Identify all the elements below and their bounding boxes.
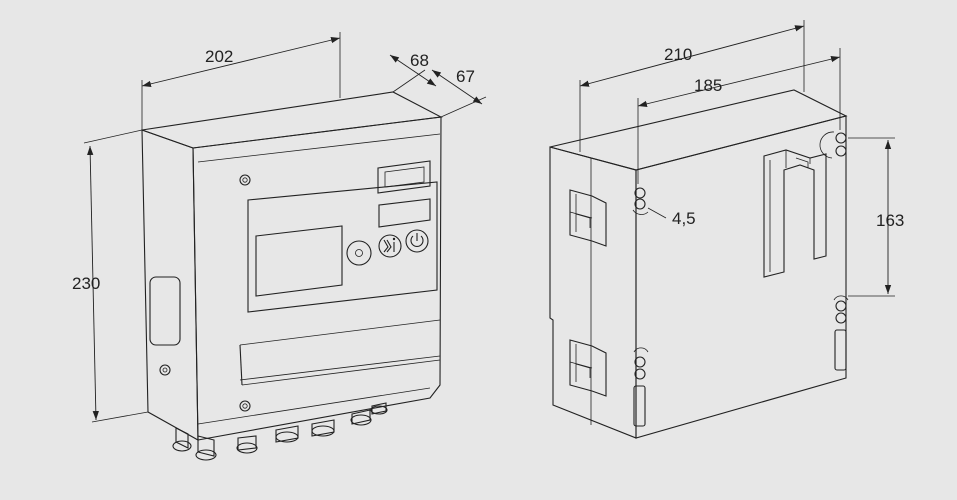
dimension-label-hole-spacing-horizontal: 185 [694, 76, 722, 95]
mounting-bracket [763, 149, 827, 278]
indicator-window [377, 160, 431, 194]
screw-icon [239, 174, 251, 186]
dimension-label-rear-width: 210 [664, 45, 692, 64]
dimension-label-height: 230 [72, 274, 100, 293]
rear-extension-lines [579, 20, 895, 297]
mounting-hole-top-right [819, 131, 847, 159]
dimension-height: 230 [72, 145, 100, 421]
dimension-label-hole-diameter: 4,5 [672, 209, 696, 228]
rear-housing-back [635, 115, 847, 439]
display-screen [255, 225, 343, 297]
rear-housing-left [549, 146, 637, 439]
power-button-icon [405, 229, 429, 253]
mounting-clip-top [569, 189, 607, 247]
side-screw-icon [159, 364, 171, 376]
rotary-knob-icon [346, 240, 372, 266]
dimension-depth-back: 67 [431, 67, 483, 105]
dimension-hole-spacing-horizontal: 185 [637, 56, 841, 107]
cable-glands [172, 402, 388, 461]
dimension-label-width: 202 [205, 47, 233, 66]
dimension-hole-spacing-vertical: 163 [876, 140, 904, 294]
dimension-hole-diameter: 4,5 [647, 207, 696, 228]
dimension-width: 202 [141, 37, 341, 87]
dimension-rear-width: 210 [579, 25, 805, 87]
label-window [378, 198, 431, 228]
control-panel [247, 181, 438, 313]
housing-top [141, 91, 443, 149]
front-view-device [141, 91, 443, 461]
mounting-hole-bottom-right [833, 295, 849, 371]
dimension-label-depth-back: 67 [456, 67, 475, 86]
manual-info-button-icon [378, 234, 402, 258]
side-window [149, 276, 181, 346]
screw-icon [239, 400, 251, 412]
mounting-clip-bottom [569, 339, 607, 397]
dimension-label-depth-front: 68 [410, 51, 429, 70]
mounting-hole-top-left [632, 187, 649, 215]
rear-view-device [549, 89, 849, 439]
dimension-depth-front: 68 [389, 51, 437, 87]
rear-housing-top [549, 89, 848, 171]
housing-front [192, 116, 442, 441]
dimension-label-hole-spacing-vertical: 163 [876, 211, 904, 230]
mounting-hole-bottom-left [633, 347, 649, 427]
